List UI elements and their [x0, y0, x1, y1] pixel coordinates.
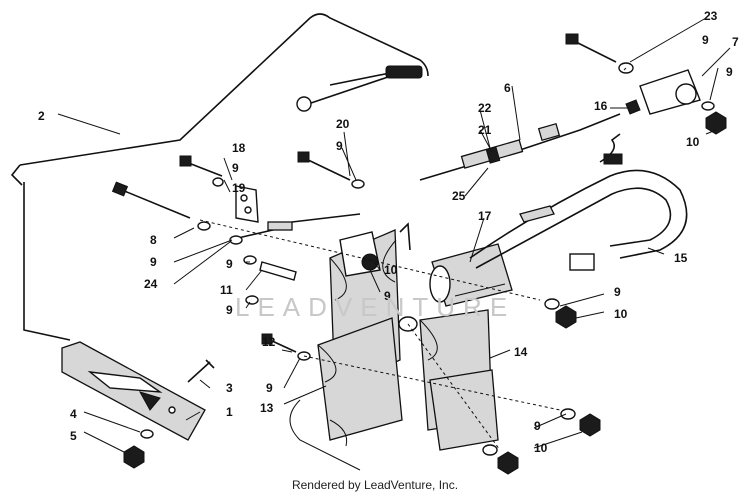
- callout-1: 1: [226, 405, 233, 419]
- bolt-23-lever-7: [565, 33, 727, 135]
- callout-9b: 9: [226, 257, 233, 271]
- callout-20: 20: [336, 117, 350, 131]
- callout-11: 11: [220, 283, 233, 297]
- mounting-plate: [61, 341, 206, 441]
- callout-18: 18: [232, 141, 246, 155]
- throttle-cable: [10, 13, 429, 341]
- clevis-24: [229, 213, 361, 245]
- washer-nut-set: [482, 298, 601, 475]
- callout-19: 19: [232, 181, 246, 195]
- callout-4: 4: [70, 407, 77, 421]
- callout-2: 2: [38, 109, 45, 123]
- callout-9j: 9: [266, 381, 273, 395]
- callout-9c: 9: [226, 303, 233, 317]
- bracket-14: [419, 309, 499, 451]
- callout-10b: 10: [384, 263, 398, 277]
- callout-9k: 9: [534, 419, 541, 433]
- callout-12: 12: [262, 335, 276, 349]
- wire-harness-15: [469, 133, 688, 271]
- callout-labels: 2 3 1 4 5 6 7 8 9 24 9 11 9 18 9 19 20 9…: [38, 9, 739, 455]
- callout-9f: 9: [702, 33, 709, 47]
- callout-9e: 9: [336, 139, 343, 153]
- callout-5: 5: [70, 429, 77, 443]
- callout-14: 14: [514, 345, 528, 359]
- callout-10d: 10: [534, 441, 548, 455]
- callout-23: 23: [704, 9, 718, 23]
- screw-3: [187, 359, 215, 383]
- pin-11: [243, 255, 297, 305]
- callout-6: 6: [504, 81, 511, 95]
- callout-21: 21: [478, 123, 492, 137]
- engine-housing: [289, 399, 361, 471]
- washer-4: [140, 429, 154, 439]
- callout-9a: 9: [150, 255, 157, 269]
- callout-8: 8: [150, 233, 157, 247]
- bolt-18-bracket-19: [179, 155, 259, 223]
- nut-5: [123, 445, 145, 469]
- bolt-8: [111, 181, 211, 231]
- main-bracket-13: [317, 229, 403, 441]
- callout-9g: 9: [726, 65, 733, 79]
- callout-17: 17: [478, 209, 492, 223]
- callout-9d: 9: [232, 161, 239, 175]
- assembly-lines: [199, 219, 561, 451]
- callout-15: 15: [674, 251, 688, 265]
- callout-16: 16: [594, 99, 608, 113]
- callout-10a: 10: [686, 135, 700, 149]
- callout-7: 7: [732, 35, 739, 49]
- callout-9h: 9: [384, 289, 391, 303]
- leader-lines: [57, 17, 731, 453]
- watermark: LEADVENTURE: [235, 292, 516, 322]
- callout-9i: 9: [614, 285, 621, 299]
- callout-24: 24: [144, 277, 158, 291]
- callout-25: 25: [452, 189, 466, 203]
- callout-3: 3: [226, 381, 233, 395]
- bolt-20: [297, 151, 365, 189]
- callout-10c: 10: [614, 307, 628, 321]
- callout-13: 13: [260, 401, 274, 415]
- callout-22: 22: [478, 101, 492, 115]
- cable-6: [419, 113, 621, 181]
- credit-line: Rendered by LeadVenture, Inc.: [291, 478, 459, 492]
